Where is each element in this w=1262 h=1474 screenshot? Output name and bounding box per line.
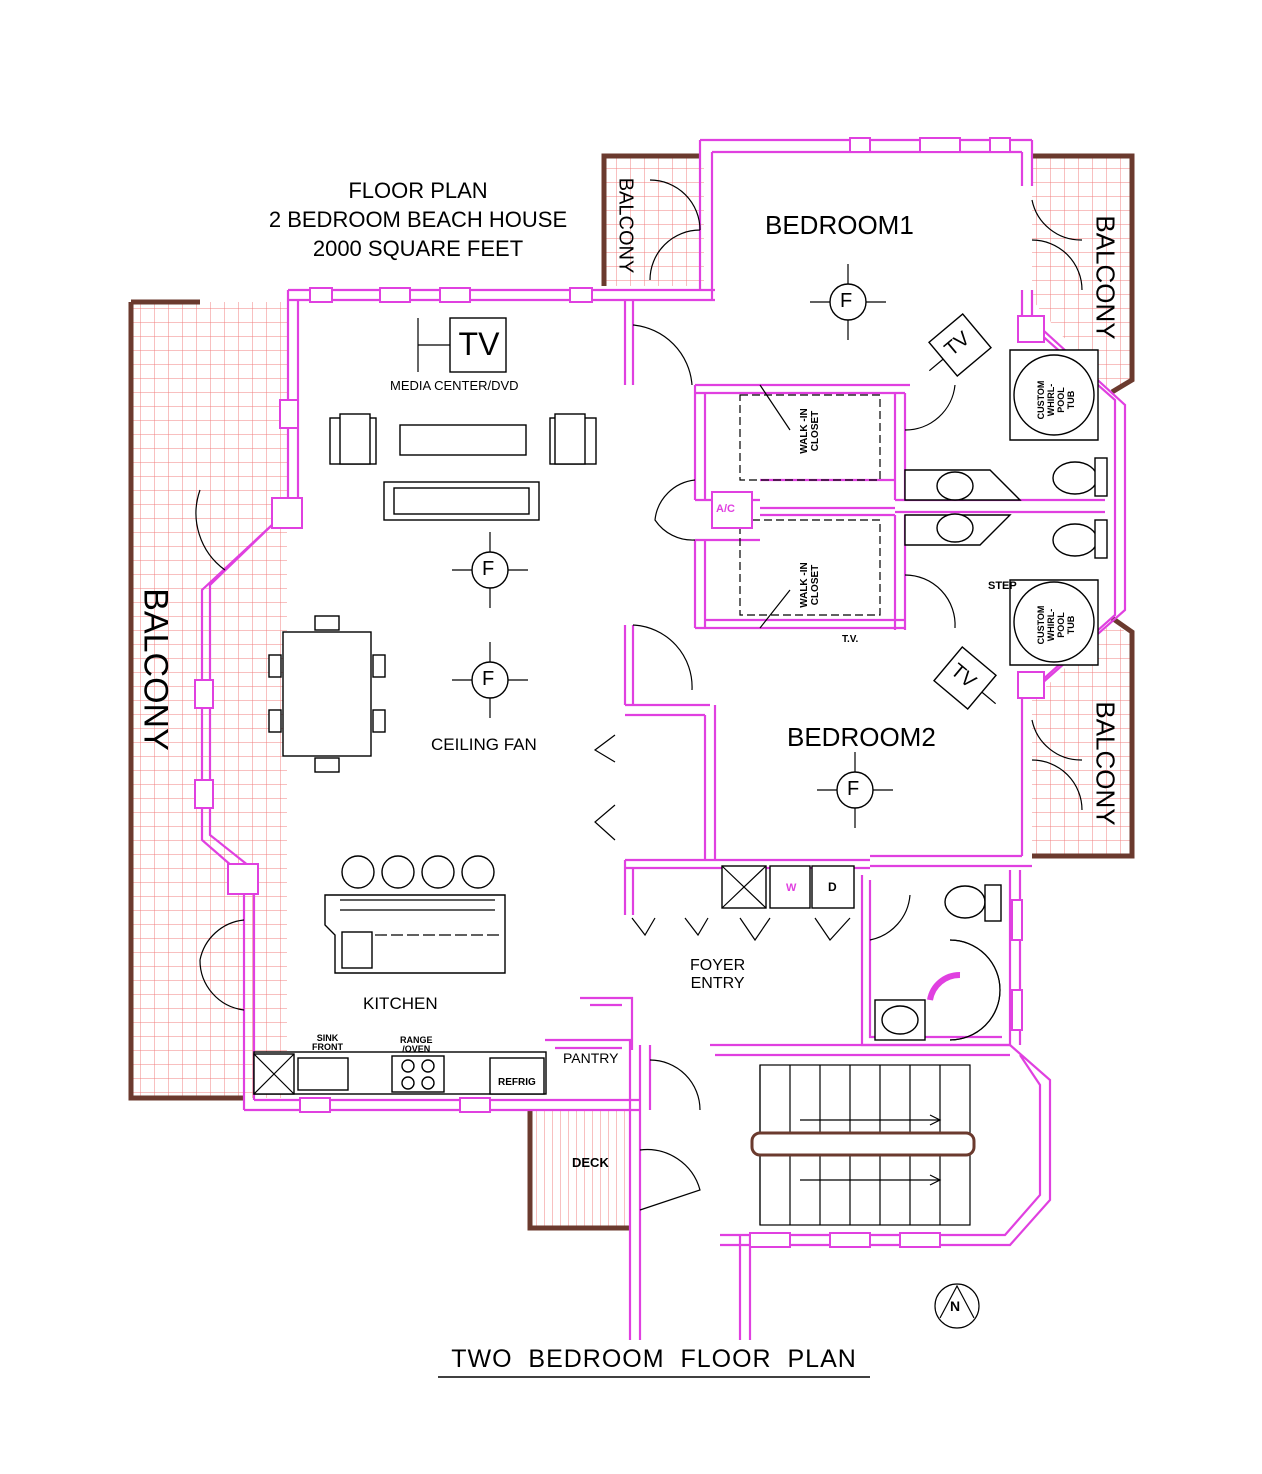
bedroom2-label: BEDROOM2	[787, 722, 936, 752]
ac-unit	[711, 491, 753, 529]
tub2-line-1: CUSTOM	[1036, 605, 1046, 645]
closet2-line-2: CLOSET	[810, 564, 821, 606]
refrig-label: REFRIG	[498, 1077, 536, 1088]
fan-label-bedroom1: F	[840, 290, 853, 312]
tub-2	[1009, 579, 1099, 666]
doors	[195, 179, 1083, 1211]
tub1-label: CUSTOM WHIRL- POOL TUB	[1036, 370, 1076, 430]
south-east-balcony	[1032, 615, 1135, 859]
staircase	[750, 1064, 976, 1226]
balcony-west-label: BALCONY	[136, 588, 175, 751]
tub1-line-4: TUB	[1066, 390, 1076, 410]
pantry-label: PANTRY	[563, 1050, 619, 1066]
tub1-line-1: CUSTOM	[1036, 380, 1046, 420]
armchair-right	[549, 413, 597, 465]
range-line-1: RANGE	[400, 1035, 433, 1045]
tub-1	[1009, 349, 1099, 441]
tv-bedroom1	[928, 313, 992, 377]
fan-symbols	[452, 264, 893, 828]
armchair-left	[329, 413, 377, 465]
north-label: N	[950, 1298, 961, 1314]
step-label: STEP	[988, 580, 1017, 592]
media-center-label: MEDIA CENTER/DVD	[390, 378, 519, 393]
balcony-nw-label: BALCONY	[614, 177, 637, 274]
closet2-label: WALK -IN CLOSET	[799, 555, 821, 615]
walls	[194, 137, 1127, 1340]
tub2-label: CUSTOM WHIRL- POOL TUB	[1036, 595, 1076, 655]
range-line-2: /OVEN	[402, 1044, 431, 1054]
closet1-label: WALK -IN CLOSET	[799, 401, 821, 461]
north-arrow-icon	[934, 1283, 980, 1329]
media-center	[417, 317, 507, 373]
closet1-line-1: WALK -IN	[799, 408, 810, 454]
header-line-3: 2000 SQUARE FEET	[312, 236, 524, 261]
header-line-2: 2 BEDROOM BEACH HOUSE	[268, 207, 568, 232]
balcony-ne-label: BALCONY	[1090, 215, 1121, 340]
vanity-1	[904, 469, 1022, 501]
washer-label: W	[786, 882, 797, 894]
fan-label-living2: F	[482, 668, 495, 690]
footer-title: TWO BEDROOM FLOOR PLAN	[451, 1345, 857, 1373]
fan-label-living1: F	[482, 558, 495, 580]
tub2-line-4: TUB	[1066, 615, 1076, 635]
header-line-1: FLOOR PLAN	[348, 178, 488, 203]
foyer-line-1: FOYER	[690, 957, 746, 974]
balcony-se-label: BALCONY	[1090, 701, 1121, 826]
tub2-line-2: WHIRL-	[1046, 608, 1056, 642]
toilet-2	[1052, 519, 1108, 559]
tub1-line-3: POOL	[1056, 387, 1066, 413]
tv-small-label: T.V.	[842, 634, 859, 645]
vanity-2	[904, 513, 1012, 546]
north-west-balcony	[601, 153, 704, 286]
tub2-line-3: POOL	[1056, 612, 1066, 638]
range-label: RANGE /OVEN	[400, 1036, 433, 1054]
powder-room	[874, 884, 1002, 1041]
coffee-table	[399, 424, 527, 456]
sofa	[383, 481, 540, 521]
foyer-line-2: ENTRY	[690, 975, 745, 992]
tub1-line-2: WHIRL-	[1046, 383, 1056, 417]
closet-2	[739, 519, 881, 616]
north-east-balcony	[1032, 153, 1135, 395]
tv-bedroom2	[933, 646, 997, 710]
tv-media-label: TV	[458, 326, 500, 362]
fan-label-bedroom2: F	[847, 778, 860, 800]
toilet-1	[1052, 457, 1108, 497]
bedroom1-label: BEDROOM1	[765, 210, 914, 240]
deck-label: DECK	[572, 1155, 609, 1170]
sink-line-1: SINK	[316, 1033, 339, 1043]
ac-label: A/C	[716, 503, 735, 515]
foyer-label: FOYER ENTRY	[690, 957, 745, 993]
dining-table	[268, 615, 386, 773]
kitchen-island	[324, 855, 506, 974]
laundry	[721, 865, 855, 909]
closet-1	[739, 394, 881, 481]
header-title: FLOOR PLAN 2 BEDROOM BEACH HOUSE 2000 SQ…	[240, 176, 596, 263]
kitchen-label: KITCHEN	[363, 994, 438, 1013]
sink-label: SINK FRONT	[312, 1034, 343, 1052]
dryer-label: D	[828, 880, 837, 894]
deck	[527, 1110, 630, 1231]
ceiling-fan-label: CEILING FAN	[431, 735, 537, 754]
kitchen-counter	[253, 1051, 547, 1095]
closet1-line-2: CLOSET	[810, 410, 821, 452]
sink-line-2: FRONT	[312, 1042, 343, 1052]
closet2-line-1: WALK -IN	[799, 562, 810, 608]
